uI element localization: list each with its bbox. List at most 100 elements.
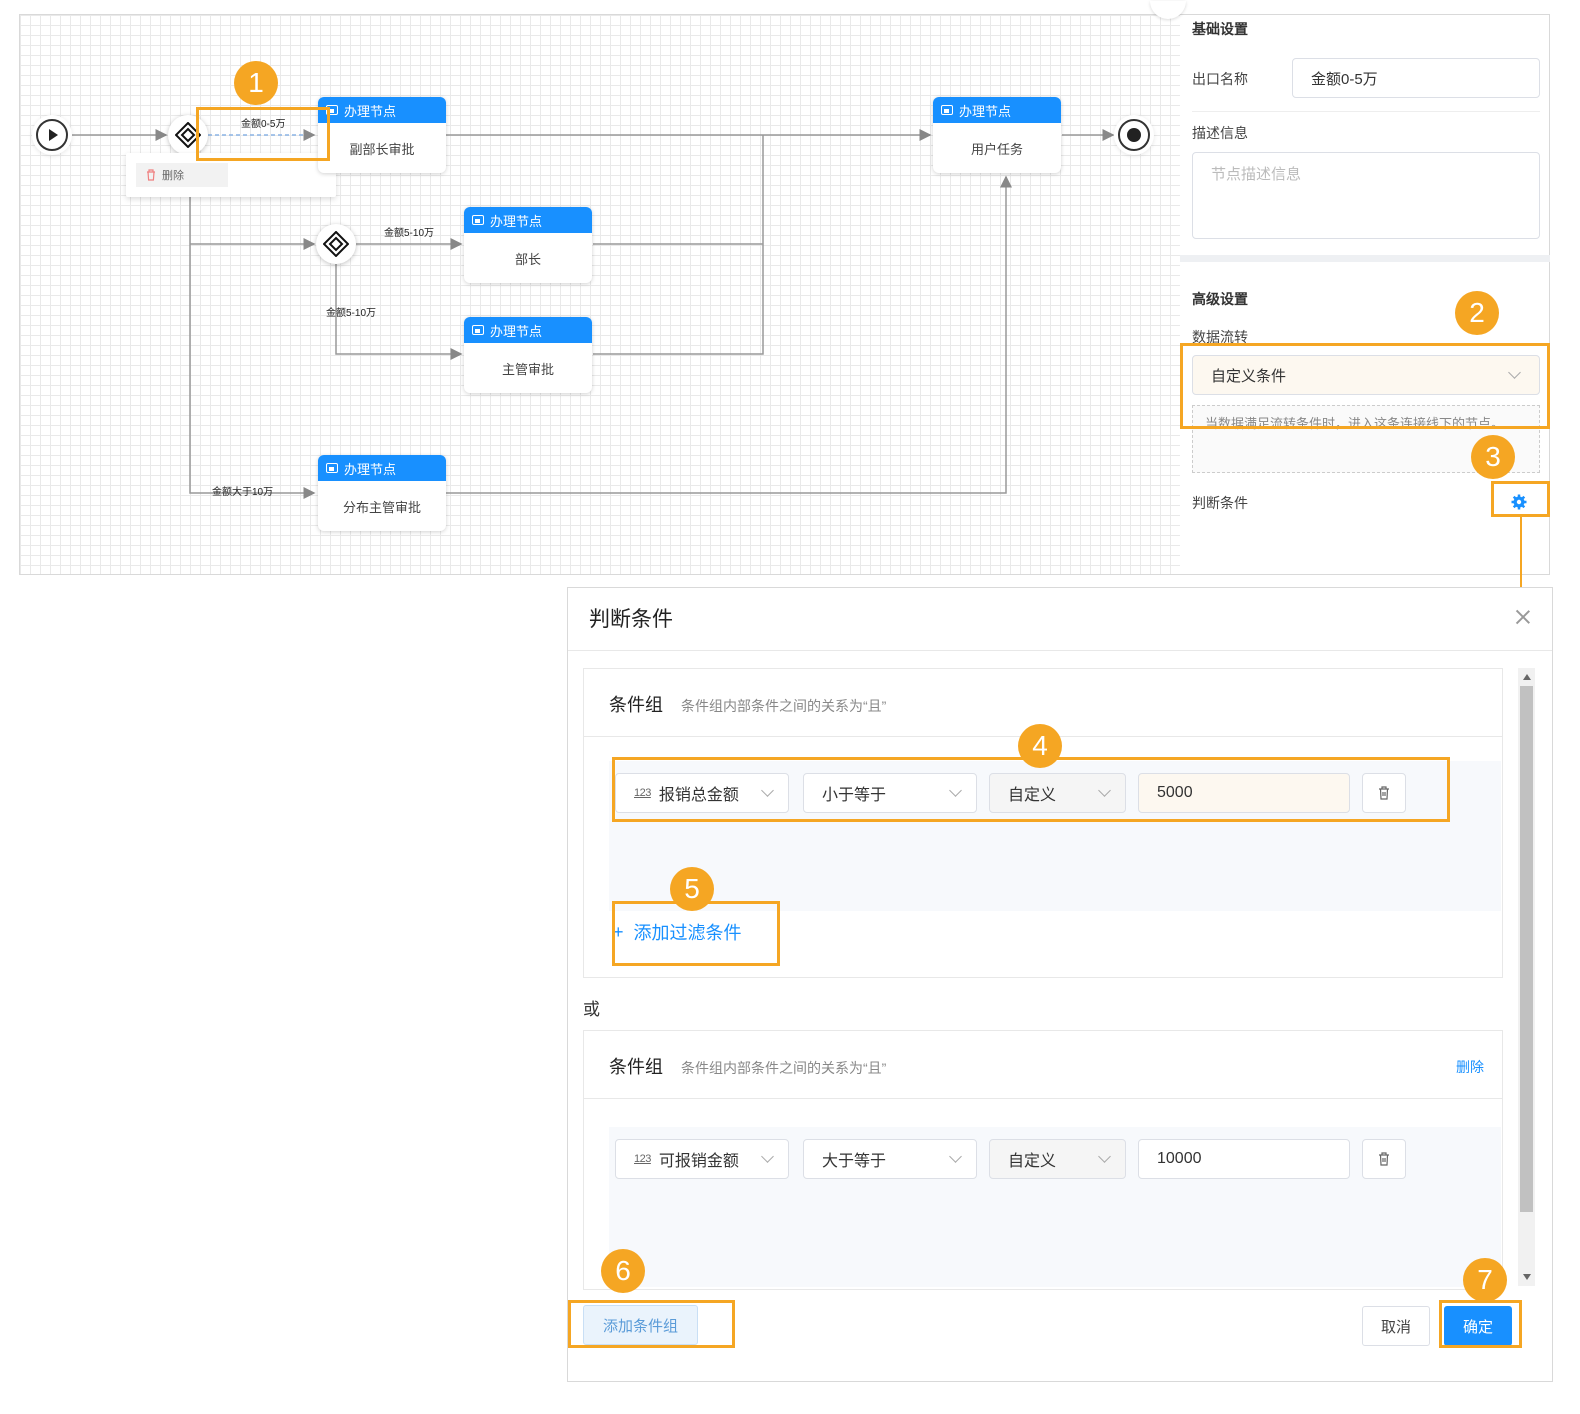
value-type-select[interactable]: 自定义: [989, 1139, 1126, 1179]
trash-icon: [1379, 786, 1389, 800]
exit-name-label: 出口名称: [1192, 71, 1248, 87]
task-icon: [472, 325, 484, 335]
node-label: 主管审批: [501, 361, 554, 377]
chevron-down-icon: [761, 1150, 774, 1163]
task-icon: [941, 105, 953, 115]
delete-condition-button[interactable]: [1362, 1139, 1406, 1179]
cancel-button[interactable]: 取消: [1362, 1306, 1430, 1346]
trash-icon: [1379, 1152, 1389, 1166]
node-header: 办理节点: [959, 103, 1012, 119]
delete-menu-item[interactable]: 删除: [136, 163, 228, 187]
task-node-vice-minister[interactable]: 办理节点 副部长审批: [318, 97, 446, 173]
node-header: 办理节点: [490, 213, 543, 229]
scroll-up-icon[interactable]: [1523, 674, 1531, 680]
node-label: 部长: [514, 251, 541, 267]
edge-context-menu: 删除: [126, 153, 336, 197]
add-filter-label: 添加过滤条件: [633, 923, 742, 943]
condition-label: 判断条件: [1192, 495, 1248, 511]
field-value: 报销总金额: [658, 787, 739, 804]
divider: [568, 650, 1552, 651]
value-input[interactable]: 10000: [1138, 1139, 1350, 1179]
trash-icon: [147, 169, 155, 181]
delete-menu-label: 删除: [162, 170, 184, 182]
value-type-value: 自定义: [1008, 1153, 1057, 1170]
step-badge: 3: [1471, 435, 1515, 479]
group-desc: 条件组内部条件之间的关系为“且”: [681, 698, 887, 714]
condition-group: 条件组 条件组内部条件之间的关系为“且” 123 报销总金额 小于等于 自定义 …: [583, 668, 1503, 978]
group-title: 条件组: [609, 1057, 663, 1077]
gear-icon[interactable]: [1511, 494, 1527, 510]
close-icon[interactable]: [1516, 610, 1530, 624]
play-icon: [49, 129, 58, 141]
field-select[interactable]: 123 报销总金额: [615, 773, 789, 813]
step-badge: 5: [670, 867, 714, 911]
edge-label[interactable]: 金额5-10万: [384, 228, 435, 239]
section-divider: [1180, 255, 1550, 262]
node-header: 办理节点: [344, 461, 397, 477]
chevron-down-icon: [949, 1150, 962, 1163]
value-type-value: 自定义: [1008, 787, 1057, 804]
value-input[interactable]: 5000: [1138, 773, 1350, 813]
chevron-down-icon: [1098, 1150, 1111, 1163]
number-type-icon: 123: [634, 1153, 651, 1165]
edge-branch-to-user: [446, 175, 1012, 494]
task-icon: [326, 463, 338, 473]
task-node-supervisor[interactable]: 办理节点 主管审批: [464, 317, 592, 393]
task-icon: [326, 105, 338, 115]
advanced-settings-title: 高级设置: [1192, 291, 1248, 307]
node-label: 副部长审批: [349, 141, 415, 157]
exit-name-input[interactable]: 金额0-5万: [1292, 58, 1540, 98]
value-type-select[interactable]: 自定义: [989, 773, 1126, 813]
task-node-user-task[interactable]: 办理节点 用户任务: [933, 97, 1061, 173]
flow-canvas[interactable]: 金额0-5万 金额5-10万 金额5-10万 金额大于10万 删除: [19, 14, 1180, 575]
node-label: 用户任务: [970, 141, 1023, 157]
scroll-thumb[interactable]: [1520, 686, 1533, 1212]
scroll-down-icon[interactable]: [1523, 1274, 1531, 1280]
gateway-icon[interactable]: [316, 224, 356, 264]
group-body: 123 报销总金额 小于等于 自定义 5000: [609, 761, 1501, 911]
number-type-icon: 123: [634, 787, 651, 799]
dialog-title: 判断条件: [589, 608, 673, 631]
operator-value: 大于等于: [822, 1153, 887, 1170]
task-icon: [472, 215, 484, 225]
task-node-minister[interactable]: 办理节点 部长: [464, 207, 592, 283]
node-header: 办理节点: [344, 103, 397, 119]
operator-select[interactable]: 大于等于: [803, 1139, 977, 1179]
edge-label[interactable]: 金额0-5万: [241, 119, 286, 130]
step-badge: 4: [1018, 724, 1062, 768]
plus-icon: +: [613, 921, 624, 942]
ok-button[interactable]: 确定: [1444, 1306, 1512, 1346]
end-event-icon[interactable]: [1118, 119, 1150, 151]
delete-condition-button[interactable]: [1362, 773, 1406, 813]
step-badge: 6: [601, 1249, 645, 1293]
operator-select[interactable]: 小于等于: [803, 773, 977, 813]
diamond-icon: [323, 231, 349, 257]
node-header: 办理节点: [490, 323, 543, 339]
or-label: 或: [583, 1000, 600, 1019]
description-textarea[interactable]: 节点描述信息: [1192, 152, 1540, 239]
flow-edges: [72, 129, 1115, 499]
description-label: 描述信息: [1192, 125, 1248, 141]
basic-settings-title: 基础设置: [1192, 21, 1248, 37]
add-filter-button[interactable]: + 添加过滤条件: [613, 919, 742, 945]
start-event-icon[interactable]: [36, 119, 68, 151]
delete-group-link[interactable]: 删除: [1456, 1059, 1484, 1075]
scrollbar[interactable]: [1518, 668, 1535, 1286]
edge-gateway2-down: [335, 264, 463, 360]
divider: [1192, 111, 1540, 112]
properties-panel: 基础设置 出口名称 金额0-5万 描述信息 节点描述信息 高级设置 数据流转 自…: [1150, 1, 1550, 575]
field-select[interactable]: 123 可报销金额: [615, 1139, 789, 1179]
edge-label[interactable]: 金额大于10万: [212, 487, 274, 498]
task-node-branch-supervisor[interactable]: 办理节点 分布主管审批: [318, 455, 446, 531]
condition-dialog: 判断条件 条件组 条件组内部条件之间的关系为“且” 123 报销总金额 小于等于…: [567, 587, 1553, 1382]
data-flow-select[interactable]: 自定义条件: [1192, 355, 1540, 395]
node-label: 分布主管审批: [342, 499, 421, 515]
collapse-toggle-icon[interactable]: [1150, 1, 1186, 19]
operator-value: 小于等于: [822, 787, 887, 804]
edge-label[interactable]: 金额5-10万: [326, 308, 377, 319]
group-header: 条件组 条件组内部条件之间的关系为“且” 删除: [584, 1031, 1502, 1099]
group-desc: 条件组内部条件之间的关系为“且”: [681, 1060, 887, 1076]
data-flow-label: 数据流转: [1192, 329, 1248, 345]
add-group-button[interactable]: 添加条件组: [583, 1305, 698, 1345]
end-dot: [1127, 128, 1141, 142]
